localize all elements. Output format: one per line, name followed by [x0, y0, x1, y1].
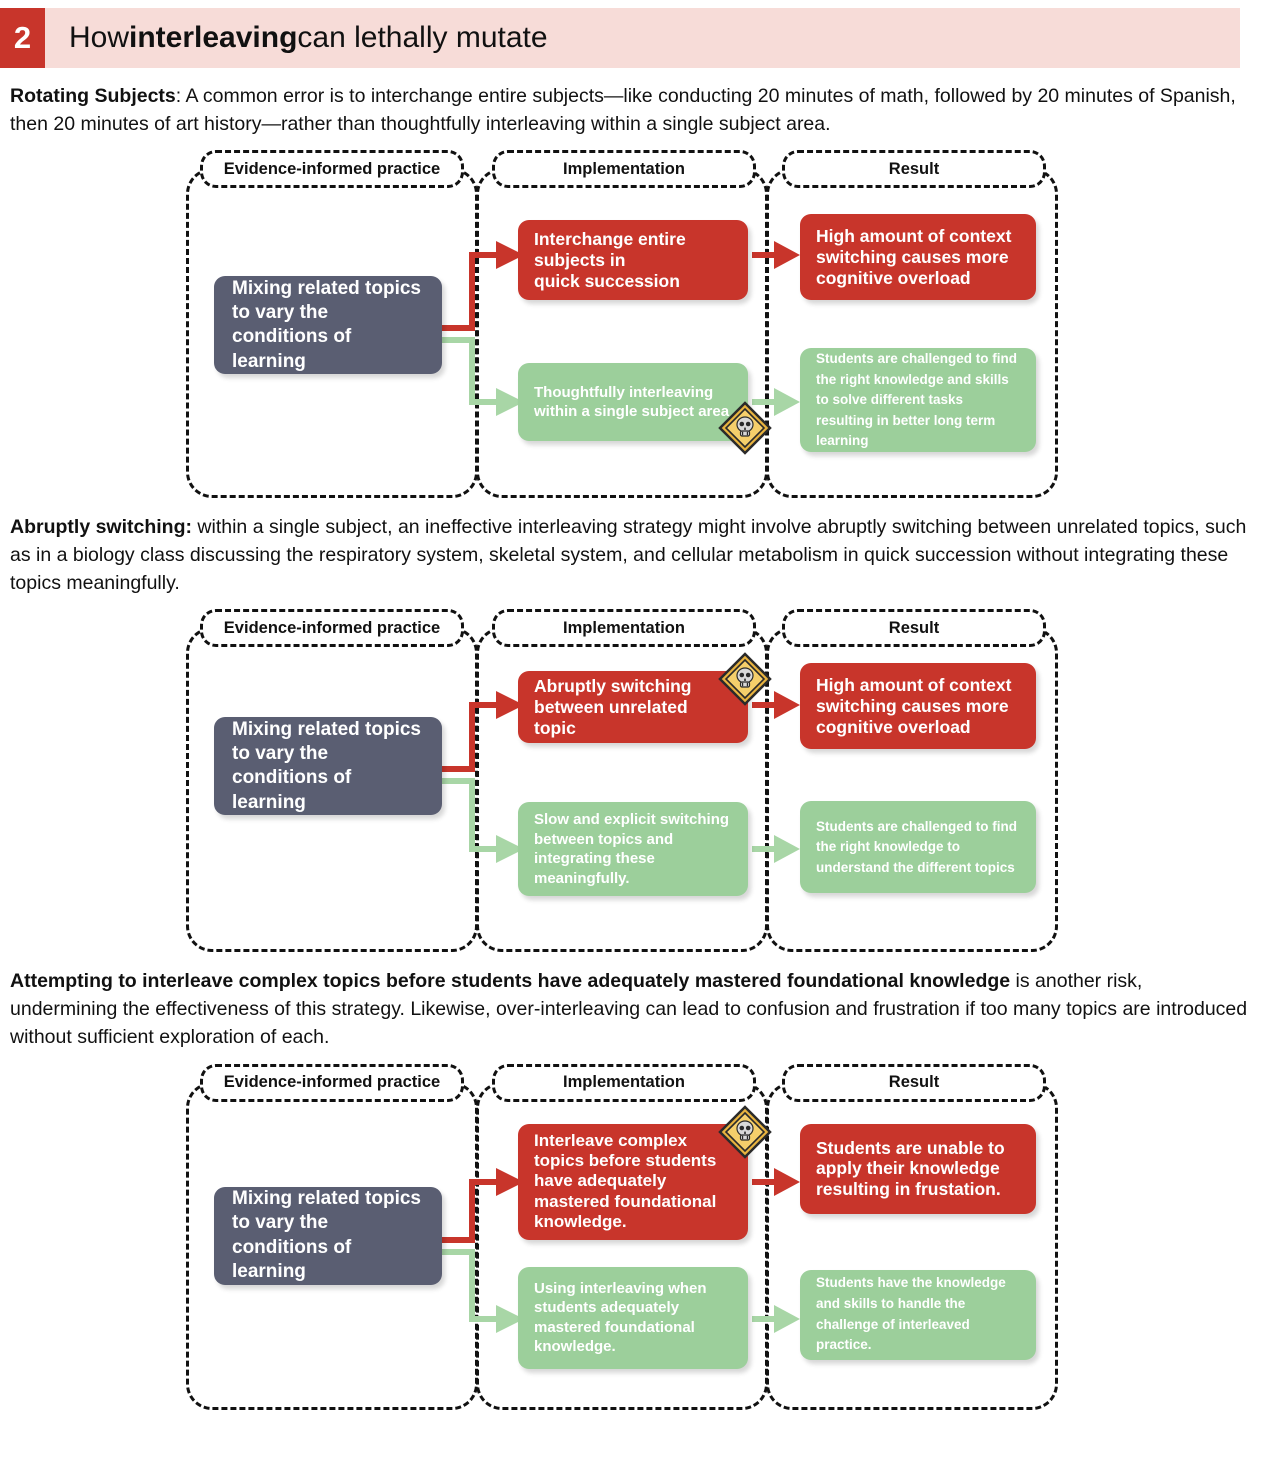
paragraph-complex-topics: Attempting to interleave complex topics …: [10, 968, 1250, 1051]
section-number: 2: [0, 8, 45, 68]
column-header-result-label: Result: [888, 159, 940, 178]
node-bad-result-label: High amount of context switching causes …: [816, 226, 1012, 288]
diagram-abruptly-switching: Evidence-informed practice Implementatio…: [0, 607, 1264, 953]
column-header-implementation: Implementation: [492, 1063, 756, 1102]
node-good-implementation-label: Thoughtfully interleaving within a singl…: [534, 383, 730, 421]
column-header-implementation-label: Implementation: [563, 1073, 685, 1091]
connector-lines: [442, 691, 800, 864]
column-header-implementation-label: Implementation: [563, 618, 685, 637]
node-bad-implementation-label: Interchange entire subjects in quick suc…: [534, 229, 686, 291]
section-banner: 2 How interleaving can lethally mutate: [0, 8, 1240, 68]
node-good-result-label: Students are challenged to find the righ…: [816, 818, 1018, 875]
node-bad-result[interactable]: High amount of context switching causes …: [800, 214, 1036, 301]
title-bold: interleaving: [129, 21, 298, 54]
node-good-result[interactable]: Students have the knowledge and skills t…: [800, 1269, 1036, 1360]
paragraph-1-rest: : A common error is to interchange entir…: [10, 85, 1236, 135]
connector-lines: [442, 241, 800, 417]
node-good-result[interactable]: Students are challenged to find the righ…: [800, 348, 1036, 453]
node-good-implementation[interactable]: Using interleaving when students adequat…: [518, 1266, 748, 1369]
column-header-result-label: Result: [888, 618, 940, 637]
column-header-practice: Evidence-informed practice: [200, 1063, 464, 1102]
column-header-practice: Evidence-informed practice: [200, 609, 464, 648]
column-header-result: Result: [782, 609, 1046, 648]
node-practice-label: Mixing related topics to vary the condit…: [232, 277, 421, 372]
node-bad-implementation-label: Abruptly switching between unrelated top…: [534, 676, 692, 738]
node-bad-implementation[interactable]: Interchange entire subjects in quick suc…: [518, 220, 748, 301]
paragraph-rotating-subjects: Rotating Subjects: A common error is to …: [10, 83, 1250, 138]
node-practice[interactable]: Mixing related topics to vary the condit…: [214, 1186, 442, 1285]
page-title: How interleaving can lethally mutate: [45, 8, 548, 68]
node-bad-result-label: Students are unable to apply their knowl…: [816, 1137, 1005, 1199]
node-practice[interactable]: Mixing related topics to vary the condit…: [214, 717, 442, 816]
paragraph-3-lead: Attempting to interleave complex topics …: [10, 970, 1011, 993]
title-suffix: can lethally mutate: [297, 21, 548, 54]
node-good-implementation[interactable]: Thoughtfully interleaving within a singl…: [518, 363, 748, 442]
column-header-practice-label: Evidence-informed practice: [223, 618, 441, 637]
column-header-practice-label: Evidence-informed practice: [223, 159, 441, 178]
paragraph-3-rest: is another risk, undermining the effecti…: [10, 970, 1248, 1048]
node-good-result[interactable]: Students are challenged to find the righ…: [800, 801, 1036, 894]
node-bad-implementation[interactable]: Abruptly switching between unrelated top…: [518, 671, 748, 744]
skull-warning-icon: [718, 1104, 772, 1159]
paragraph-2-rest: within a single subject, an ineffective …: [10, 516, 1247, 594]
diagram-complex-topics: Evidence-informed practice Implementatio…: [0, 1062, 1264, 1410]
node-good-implementation-label: Using interleaving when students adequat…: [534, 1279, 707, 1356]
title-prefix: How: [69, 21, 130, 54]
node-good-implementation[interactable]: Slow and explicit switching between topi…: [518, 802, 748, 897]
node-practice[interactable]: Mixing related topics to vary the condit…: [214, 276, 442, 375]
node-good-result-label: Students are challenged to find the righ…: [816, 351, 1018, 449]
skull-warning-icon: [718, 401, 772, 456]
node-practice-label: Mixing related topics to vary the condit…: [232, 1187, 421, 1282]
paragraph-abruptly-switching: Abruptly switching: within a single subj…: [10, 514, 1250, 597]
column-header-result: Result: [782, 150, 1046, 189]
column-header-implementation-label: Implementation: [563, 159, 685, 178]
column-header-implementation: Implementation: [492, 150, 756, 189]
node-good-implementation-label: Slow and explicit switching between topi…: [534, 811, 730, 887]
node-bad-result[interactable]: High amount of context switching causes …: [800, 663, 1036, 750]
node-practice-label: Mixing related topics to vary the condit…: [232, 718, 421, 813]
column-header-practice: Evidence-informed practice: [200, 150, 464, 189]
paragraph-2-lead: Abruptly switching:: [10, 516, 192, 539]
skull-warning-icon: [718, 652, 772, 707]
diagram-rotating-subjects: Evidence-informed practice Implementatio…: [0, 148, 1264, 499]
node-bad-result[interactable]: Students are unable to apply their knowl…: [800, 1123, 1036, 1214]
column-header-implementation: Implementation: [492, 609, 756, 648]
node-bad-result-label: High amount of context switching causes …: [816, 675, 1012, 737]
node-bad-implementation[interactable]: Interleave complex topics before student…: [518, 1123, 748, 1240]
column-header-practice-label: Evidence-informed practice: [223, 1073, 441, 1091]
connector-lines: [442, 1167, 800, 1333]
column-header-result-label: Result: [888, 1073, 940, 1091]
node-good-result-label: Students have the knowledge and skills t…: [816, 1275, 1006, 1353]
paragraph-1-lead: Rotating Subjects: [10, 85, 176, 107]
node-bad-implementation-label: Interleave complex topics before student…: [534, 1131, 717, 1231]
column-header-result: Result: [782, 1063, 1046, 1102]
